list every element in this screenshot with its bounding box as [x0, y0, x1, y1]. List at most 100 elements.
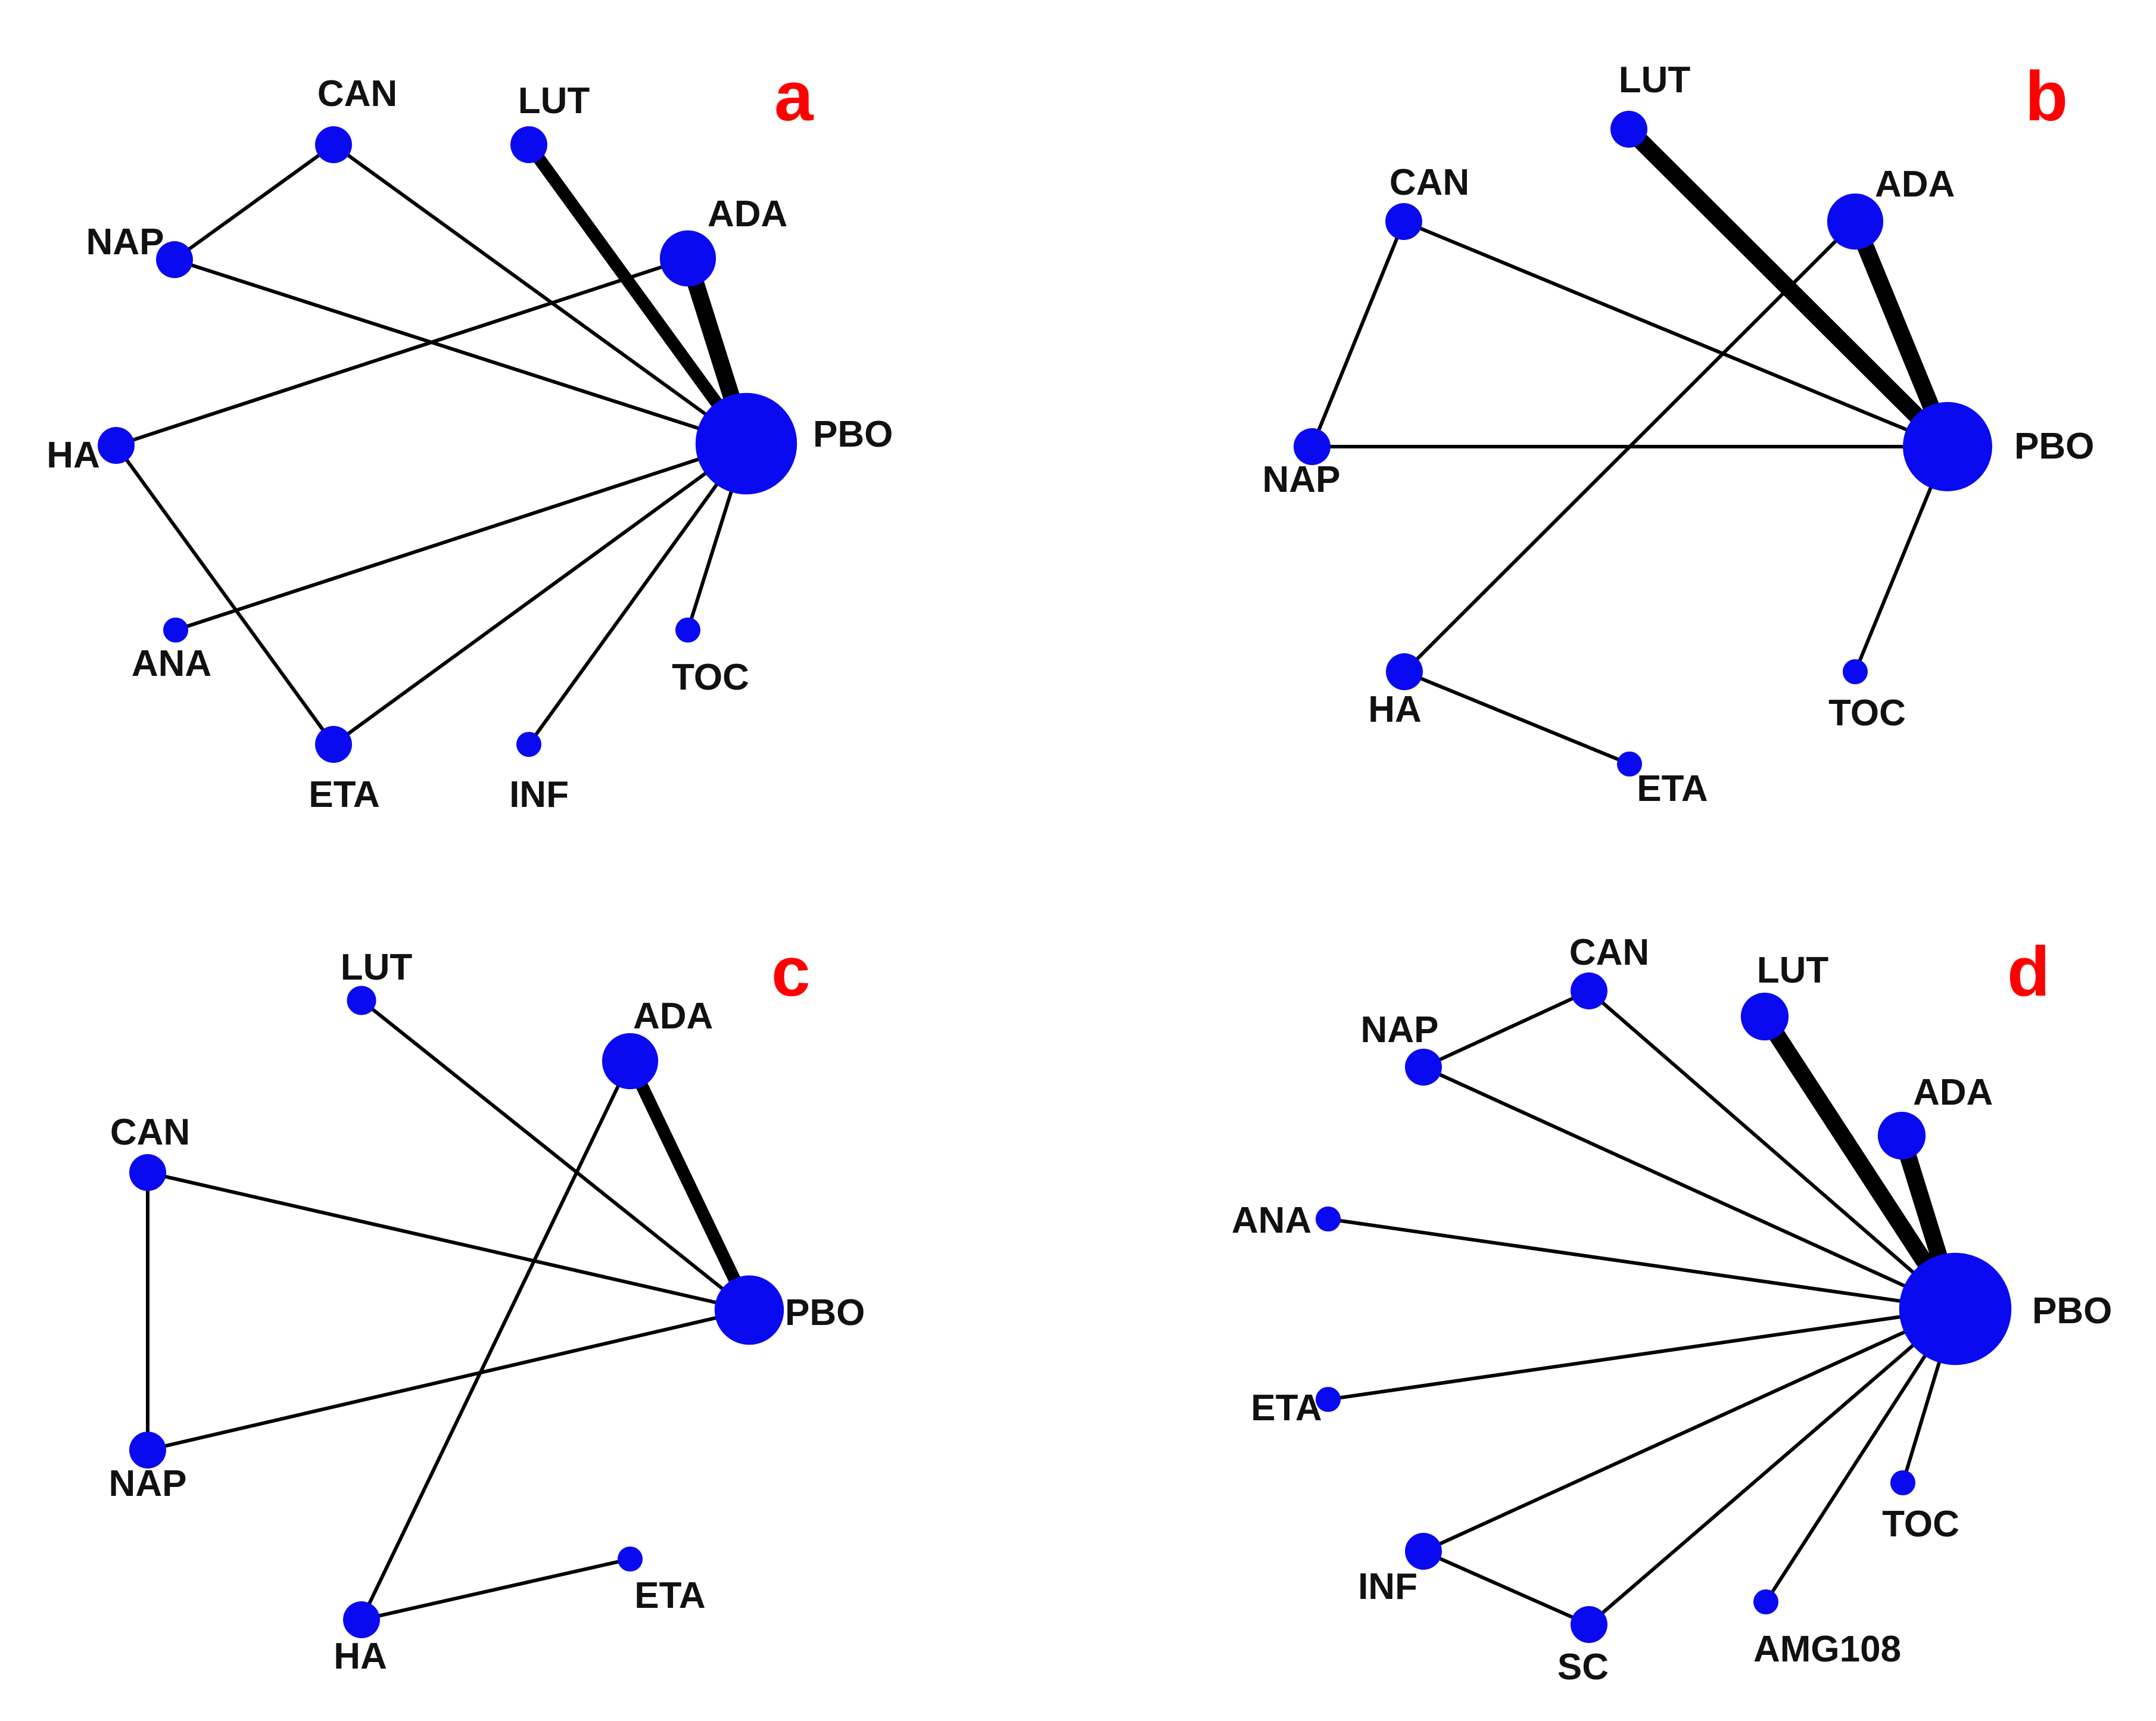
edge-ada-pbo [624, 1055, 756, 1317]
edge-nap-pbo [146, 1308, 751, 1452]
node-lut [347, 986, 376, 1015]
node-ada [1877, 1111, 1926, 1160]
node-label-eta: ETA [1251, 1388, 1322, 1429]
node-ana [1315, 1206, 1341, 1232]
edge-can-nap [173, 143, 335, 261]
node-ana [163, 617, 189, 643]
node-label-toc: TOC [672, 657, 749, 698]
node-toc [1890, 1470, 1916, 1496]
node-amg108 [1753, 1589, 1779, 1615]
panel-d-letter: d [2007, 933, 2050, 1011]
edge-lut-pbo [360, 999, 751, 1312]
edge-inf-sc [1422, 1549, 1591, 1626]
node-ha [343, 1601, 380, 1638]
node-label-ada: ADA [1913, 1072, 1993, 1113]
node-label-pbo: PBO [2014, 426, 2094, 467]
node-label-eta: ETA [634, 1575, 705, 1616]
node-label-lut: LUT [518, 80, 590, 121]
node-lut [1740, 992, 1789, 1041]
node-label-inf: INF [1358, 1566, 1417, 1607]
edge-eta-pbo [332, 442, 748, 746]
panel-a-letter: a [774, 57, 814, 136]
node-label-ha: HA [334, 1636, 387, 1677]
edge-can-pbo [146, 1171, 751, 1312]
node-label-toc: TOC [1882, 1504, 1959, 1545]
node-label-can: CAN [110, 1112, 190, 1153]
edge-sc-pbo [1587, 1307, 1957, 1626]
node-label-nap: NAP [1263, 459, 1341, 500]
node-label-nap: NAP [1361, 1009, 1439, 1050]
node-pbo [1903, 402, 1992, 491]
edge-inf-pbo [1422, 1307, 1957, 1553]
node-label-nap: NAP [86, 222, 164, 263]
node-label-inf: INF [509, 774, 569, 815]
node-inf [1405, 1533, 1442, 1570]
node-pbo [714, 1275, 784, 1345]
node-label-eta: ETA [309, 774, 379, 815]
edge-nap-pbo [173, 258, 748, 445]
node-lut [1610, 111, 1647, 148]
node-lut [510, 126, 547, 163]
node-label-lut: LUT [1757, 950, 1829, 991]
node-pbo [695, 392, 797, 495]
node-pbo [1899, 1252, 2012, 1365]
node-label-eta: ETA [1637, 768, 1708, 809]
edge-ha-ada [360, 1059, 632, 1622]
node-eta [315, 726, 352, 763]
node-inf [516, 731, 542, 757]
panel-c-nodes [129, 986, 784, 1638]
node-label-pbo: PBO [2032, 1290, 2112, 1332]
panel-c-edges [146, 999, 756, 1622]
edge-can-pbo [1587, 989, 1957, 1311]
edge-can-nap [1310, 220, 1406, 448]
edge-can-pbo [332, 143, 748, 445]
edge-ha-ada [114, 257, 690, 447]
node-sc [1571, 1606, 1607, 1643]
edge-lut-pbo [1756, 1008, 1964, 1318]
node-label-toc: TOC [1828, 693, 1906, 734]
node-ha [1386, 653, 1423, 690]
edge-ana-pbo [174, 442, 748, 632]
node-label-ada: ADA [1875, 164, 1955, 205]
node-label-nap: NAP [109, 1463, 187, 1504]
node-nap [1294, 428, 1331, 465]
node-ada [1827, 193, 1884, 250]
node-label-sc: SC [1557, 1647, 1609, 1688]
panel-b-nodes [1294, 111, 1992, 777]
node-label-ana: ANA [1232, 1200, 1311, 1241]
node-ada [602, 1033, 659, 1090]
node-eta [1616, 751, 1643, 777]
panel-b-edges [1310, 120, 1956, 766]
node-eta [1315, 1386, 1341, 1413]
node-toc [1842, 659, 1868, 685]
edge-ana-pbo [1326, 1217, 1957, 1311]
node-can [1385, 203, 1422, 240]
edge-ha-ada [1403, 220, 1857, 674]
edge-inf-pbo [527, 442, 748, 746]
edge-eta-pbo [1326, 1307, 1957, 1401]
node-label-ana: ANA [132, 643, 211, 684]
node-ha [98, 427, 135, 464]
panel-d-nodes [1315, 972, 2012, 1643]
node-ada [659, 230, 716, 287]
edge-ha-eta [114, 444, 335, 746]
node-can [1571, 972, 1607, 1009]
node-label-can: CAN [1389, 162, 1469, 203]
node-nap [129, 1432, 166, 1469]
node-nap [156, 241, 193, 278]
edge-amg108-pbo [1764, 1307, 1957, 1604]
node-label-lut: LUT [341, 947, 413, 988]
edge-nap-pbo [1422, 1065, 1957, 1311]
node-label-pbo: PBO [785, 1292, 865, 1333]
node-label-can: CAN [317, 73, 397, 114]
node-label-ada: ADA [708, 194, 787, 235]
